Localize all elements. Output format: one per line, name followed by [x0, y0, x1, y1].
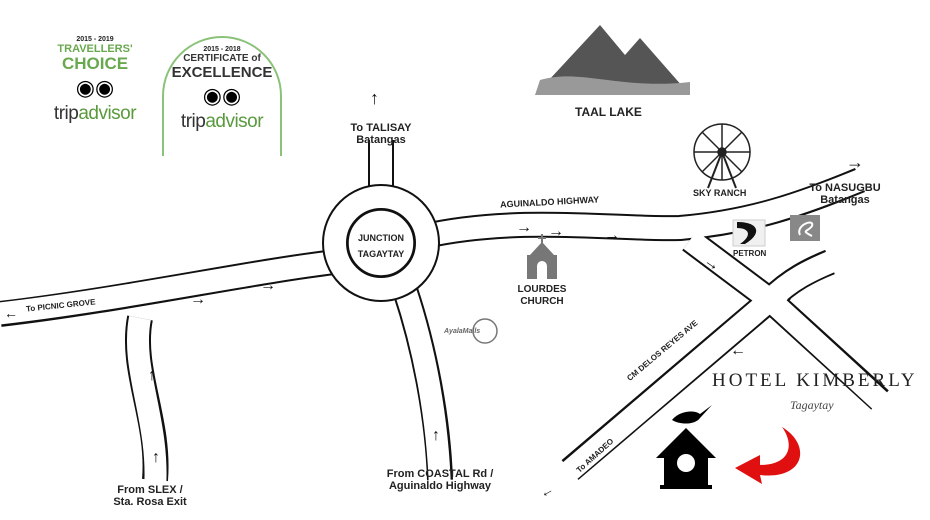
ayala-malls-logo	[472, 318, 498, 344]
svg-text:→: →	[516, 219, 532, 236]
from-coastal-label: From COASTAL Rd /Aguinaldo Highway	[386, 468, 494, 492]
hotel-name: HOTEL KIMBERLY	[712, 370, 918, 391]
svg-text:→: →	[190, 291, 206, 308]
hotel-birdhouse-icon	[656, 405, 716, 489]
red-arrow-icon	[735, 427, 801, 484]
svg-text:←: ←	[730, 342, 746, 359]
svg-text:↑: ↑	[148, 367, 156, 384]
svg-text:←: ←	[4, 305, 18, 321]
svg-text:↑: ↑	[370, 88, 379, 108]
svg-text:→: →	[604, 227, 620, 244]
hotel-city: Tagaytay	[790, 398, 834, 412]
church-icon	[527, 234, 557, 279]
svg-text:→: →	[701, 252, 724, 275]
direction-arrows: → → → → → ↑ ↑ ↑ ← → ↑ → ← ←	[4, 88, 864, 501]
svg-text:←: ←	[536, 480, 556, 501]
svg-text:↑: ↑	[432, 427, 440, 444]
owl-icon: ◉◉	[202, 83, 242, 108]
from-slex-label: From SLEX /Sta. Rosa Exit	[113, 484, 187, 508]
mountain-icon	[535, 25, 690, 95]
owl-icon: ◉◉	[75, 75, 115, 100]
ayala-malls-label: AyalaMalls	[444, 328, 481, 335]
petron-logo	[732, 219, 766, 247]
travellers-choice-badge: 2015 - 2019 TRAVELLERS' CHOICE ◉◉ tripad…	[30, 36, 160, 125]
certificate-of-excellence-badge: 2015 - 2018 CERTIFICATE of EXCELLENCE ◉◉…	[162, 36, 282, 156]
taal-lake-label: TAAL LAKE	[575, 105, 642, 119]
svg-text:↑: ↑	[152, 449, 160, 466]
svg-text:→: →	[548, 223, 564, 240]
svg-text:→: →	[846, 152, 864, 172]
sky-ranch-label: SKY RANCH	[693, 188, 747, 198]
ferris-wheel-icon	[693, 123, 751, 189]
shell-station-logo	[790, 215, 820, 241]
petron-label: PETRON	[733, 249, 767, 258]
svg-text:→: →	[260, 277, 276, 294]
